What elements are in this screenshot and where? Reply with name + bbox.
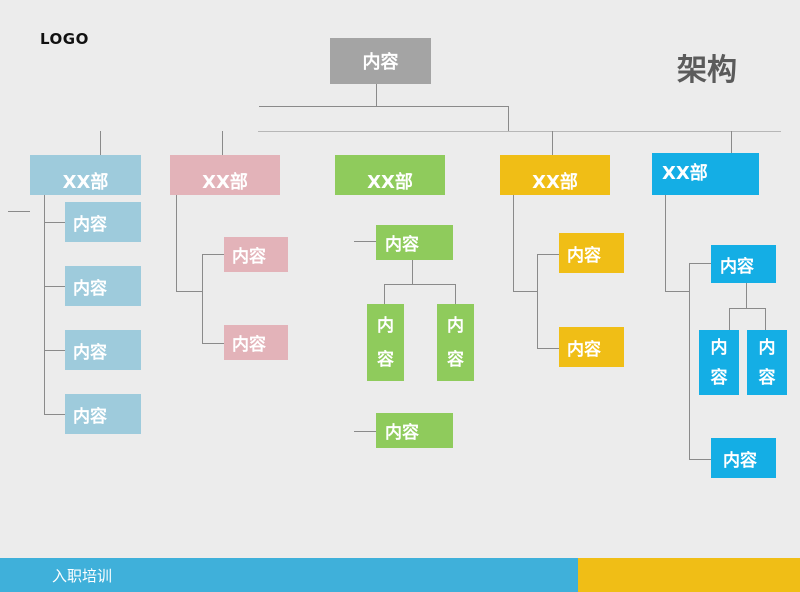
connector-line xyxy=(412,260,413,284)
content-box: 内 容 xyxy=(699,330,739,395)
connector-line xyxy=(689,459,711,460)
connector-line xyxy=(202,254,203,344)
connector-line xyxy=(665,291,689,292)
connector-line xyxy=(689,263,711,264)
content-box: 内 容 xyxy=(367,304,404,381)
content-box: 内 容 xyxy=(747,330,787,395)
content-char: 容 xyxy=(710,367,728,388)
connector-line xyxy=(384,284,456,285)
content-char: 内 xyxy=(447,315,464,336)
connector-line xyxy=(354,431,376,432)
content-char: 内 xyxy=(758,337,776,358)
content-char: 内 xyxy=(710,337,728,358)
content-box: 内 容 xyxy=(437,304,474,381)
connector-line xyxy=(8,211,30,212)
content-box: 内容 xyxy=(65,330,141,370)
content-char: 容 xyxy=(447,349,464,370)
footer-accent xyxy=(578,558,800,592)
connector-line xyxy=(44,286,65,287)
connector-line xyxy=(765,308,766,330)
content-box: 内容 xyxy=(711,438,776,478)
content-box: 内容 xyxy=(559,327,624,367)
connector-line xyxy=(537,254,559,255)
connector-line xyxy=(202,343,224,344)
content-box: 内容 xyxy=(376,413,453,448)
content-box: 内容 xyxy=(224,237,288,272)
footer-text: 入职培训 xyxy=(52,567,113,585)
connector-line xyxy=(537,254,538,349)
connector-line xyxy=(552,131,553,155)
content-char: 容 xyxy=(758,367,776,388)
connector-line xyxy=(44,222,65,223)
connector-line xyxy=(729,308,730,330)
root-node: 内容 xyxy=(330,38,431,84)
content-box: 内容 xyxy=(376,225,453,260)
connector-line xyxy=(384,284,385,304)
footer-bar xyxy=(0,558,578,592)
department-box: XX部 xyxy=(170,155,280,195)
content-char: 容 xyxy=(377,349,394,370)
connector-line xyxy=(100,131,101,155)
connector-line xyxy=(176,291,202,292)
department-box: XX部 xyxy=(500,155,610,195)
connector-line xyxy=(44,414,65,415)
connector-line xyxy=(455,284,456,304)
department-box: XX部 xyxy=(652,153,759,195)
connector-line xyxy=(513,195,514,291)
content-char: 内 xyxy=(377,315,394,336)
connector-line xyxy=(689,263,690,460)
connector-line xyxy=(731,131,732,153)
connector-line xyxy=(508,106,509,131)
connector-line xyxy=(665,195,666,291)
page-title: 架构 xyxy=(677,53,737,88)
department-box: XX部 xyxy=(335,155,445,195)
content-box: 内容 xyxy=(711,245,776,283)
content-box: 内容 xyxy=(65,266,141,306)
connector-line xyxy=(537,348,559,349)
connector-line xyxy=(176,195,177,291)
connector-line xyxy=(202,254,224,255)
logo-text: LOGO xyxy=(40,30,89,48)
connector-line xyxy=(222,131,223,155)
connector-line xyxy=(354,241,376,242)
connector-line xyxy=(513,291,537,292)
department-box: XX部 xyxy=(30,155,141,195)
content-box: 内容 xyxy=(224,325,288,360)
connector-line xyxy=(376,84,377,106)
connector-line xyxy=(259,106,509,107)
connector-line xyxy=(746,283,747,308)
content-box: 内容 xyxy=(559,233,624,273)
connector-line xyxy=(729,308,765,309)
connector-line xyxy=(258,131,781,132)
content-box: 内容 xyxy=(65,394,141,434)
connector-line xyxy=(44,350,65,351)
content-box: 内容 xyxy=(65,202,141,242)
connector-line xyxy=(44,195,45,415)
